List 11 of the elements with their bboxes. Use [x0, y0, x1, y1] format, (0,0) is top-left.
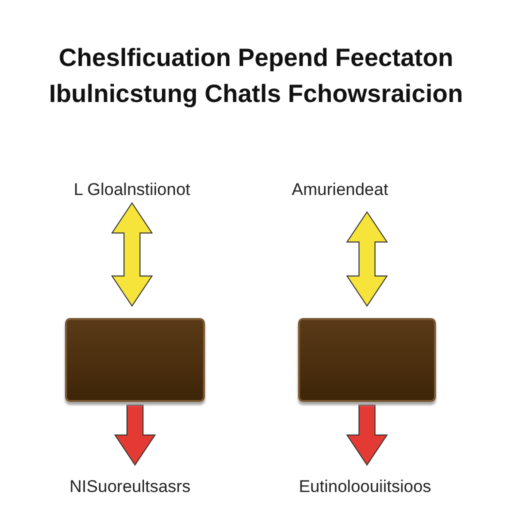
node-label: NISuoreultsasrs — [70, 477, 190, 496]
node-label: L Gloalnstiionot — [74, 180, 190, 199]
node-label: Amuriendeat — [292, 180, 388, 199]
block-box — [298, 318, 436, 402]
double-arrow — [111, 202, 153, 307]
node-label: Eutinoloouiitsioos — [298, 477, 432, 496]
block-box — [65, 318, 205, 402]
arrow — [346, 404, 388, 466]
arrow — [114, 404, 156, 466]
double-arrow — [346, 211, 388, 307]
title: Cheslficuation Pepend Feectaton Ibulnicstung Chatls Fchowsraicion — [48, 43, 464, 110]
